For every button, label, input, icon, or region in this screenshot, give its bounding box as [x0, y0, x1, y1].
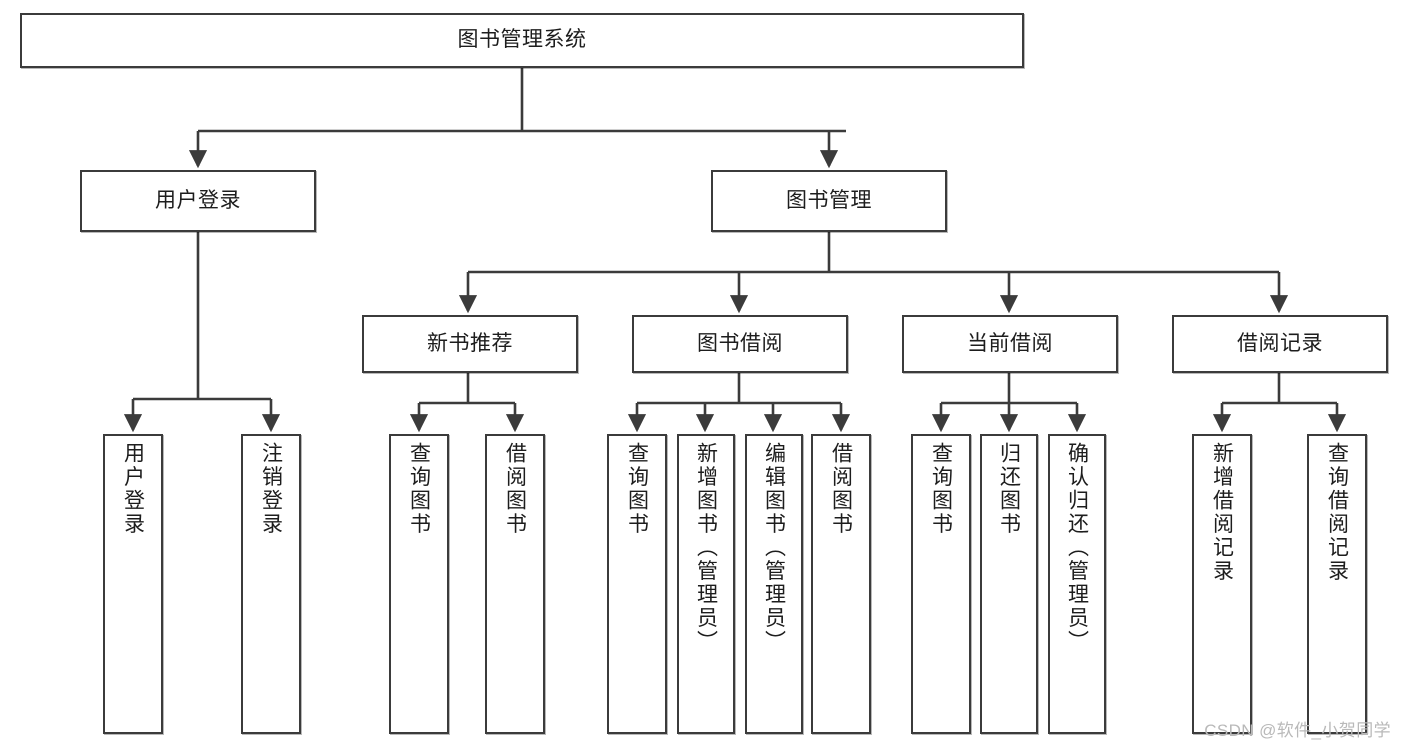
- node-borrow-record[interactable]: 借阅记录: [1172, 315, 1388, 373]
- leaf-user-login-logout-label: 注销登录: [259, 442, 283, 536]
- leaf-book-borrow-borrow-label: 借阅图书: [829, 442, 853, 536]
- leaf-user-login-logout[interactable]: 注销登录: [241, 434, 301, 734]
- leaf-current-borrow-confirm-return[interactable]: 确认归还（管理员）: [1048, 434, 1106, 734]
- leaf-user-login-login[interactable]: 用户登录: [103, 434, 163, 734]
- leaf-book-borrow-edit-label: 编辑图书（管理员）: [762, 442, 786, 654]
- node-current-borrow[interactable]: 当前借阅: [902, 315, 1118, 373]
- leaf-new-book-query[interactable]: 查询图书: [389, 434, 449, 734]
- node-book-borrow[interactable]: 图书借阅: [632, 315, 848, 373]
- leaf-book-borrow-borrow[interactable]: 借阅图书: [811, 434, 871, 734]
- leaf-new-book-query-label: 查询图书: [407, 442, 431, 536]
- leaf-borrow-record-query[interactable]: 查询借阅记录: [1307, 434, 1367, 734]
- node-borrow-record-label: 借阅记录: [1237, 331, 1323, 355]
- leaf-book-borrow-add-label: 新增图书（管理员）: [694, 442, 718, 654]
- node-book-management[interactable]: 图书管理: [711, 170, 947, 232]
- leaf-borrow-record-add-label: 新增借阅记录: [1210, 442, 1234, 583]
- leaf-book-borrow-query-label: 查询图书: [625, 442, 649, 536]
- leaf-current-borrow-confirm-return-label: 确认归还（管理员）: [1065, 442, 1089, 654]
- leaf-book-borrow-query[interactable]: 查询图书: [607, 434, 667, 734]
- node-root-label: 图书管理系统: [457, 28, 587, 52]
- node-book-borrow-label: 图书借阅: [697, 331, 783, 355]
- leaf-borrow-record-query-label: 查询借阅记录: [1325, 442, 1349, 583]
- node-new-book-recommend[interactable]: 新书推荐: [362, 315, 578, 373]
- leaf-borrow-record-add[interactable]: 新增借阅记录: [1192, 434, 1252, 734]
- leaf-current-borrow-return-label: 归还图书: [997, 442, 1021, 536]
- node-user-login-label: 用户登录: [155, 188, 241, 212]
- node-user-login[interactable]: 用户登录: [80, 170, 316, 232]
- leaf-current-borrow-query-label: 查询图书: [929, 442, 953, 536]
- leaf-current-borrow-query[interactable]: 查询图书: [911, 434, 971, 734]
- leaf-new-book-borrow[interactable]: 借阅图书: [485, 434, 545, 734]
- leaf-current-borrow-return[interactable]: 归还图书: [980, 434, 1038, 734]
- node-current-borrow-label: 当前借阅: [967, 331, 1053, 355]
- leaf-book-borrow-edit[interactable]: 编辑图书（管理员）: [745, 434, 803, 734]
- node-root-book-management-system[interactable]: 图书管理系统: [20, 13, 1024, 68]
- leaf-book-borrow-add[interactable]: 新增图书（管理员）: [677, 434, 735, 734]
- leaf-new-book-borrow-label: 借阅图书: [503, 442, 527, 536]
- leaf-user-login-login-label: 用户登录: [121, 442, 145, 536]
- node-book-management-label: 图书管理: [786, 188, 872, 212]
- node-new-book-recommend-label: 新书推荐: [427, 331, 513, 355]
